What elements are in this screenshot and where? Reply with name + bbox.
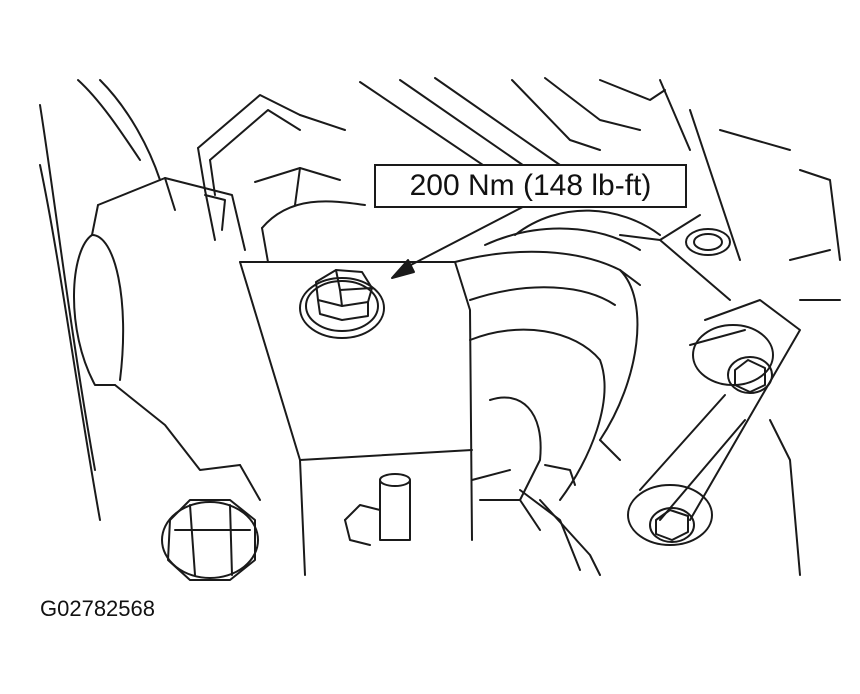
upper-right-structure [359, 77, 791, 301]
figure-id-label: G02782568 [40, 596, 155, 621]
link-arm [627, 169, 841, 576]
torque-label: 200 Nm (148 lb-ft) [409, 169, 652, 202]
lower-housing [239, 464, 601, 576]
arrow-icon [391, 197, 541, 279]
exhaust-pipe [454, 209, 661, 501]
bolt-head [299, 269, 385, 339]
mount-insulator-block [73, 177, 246, 471]
background-structure-left [39, 79, 161, 521]
torque-callout: 200 Nm (148 lb-ft) [374, 164, 687, 208]
upper-bracket [197, 94, 346, 241]
mount-bracket-plate [239, 167, 473, 576]
lower-nut [161, 499, 259, 581]
